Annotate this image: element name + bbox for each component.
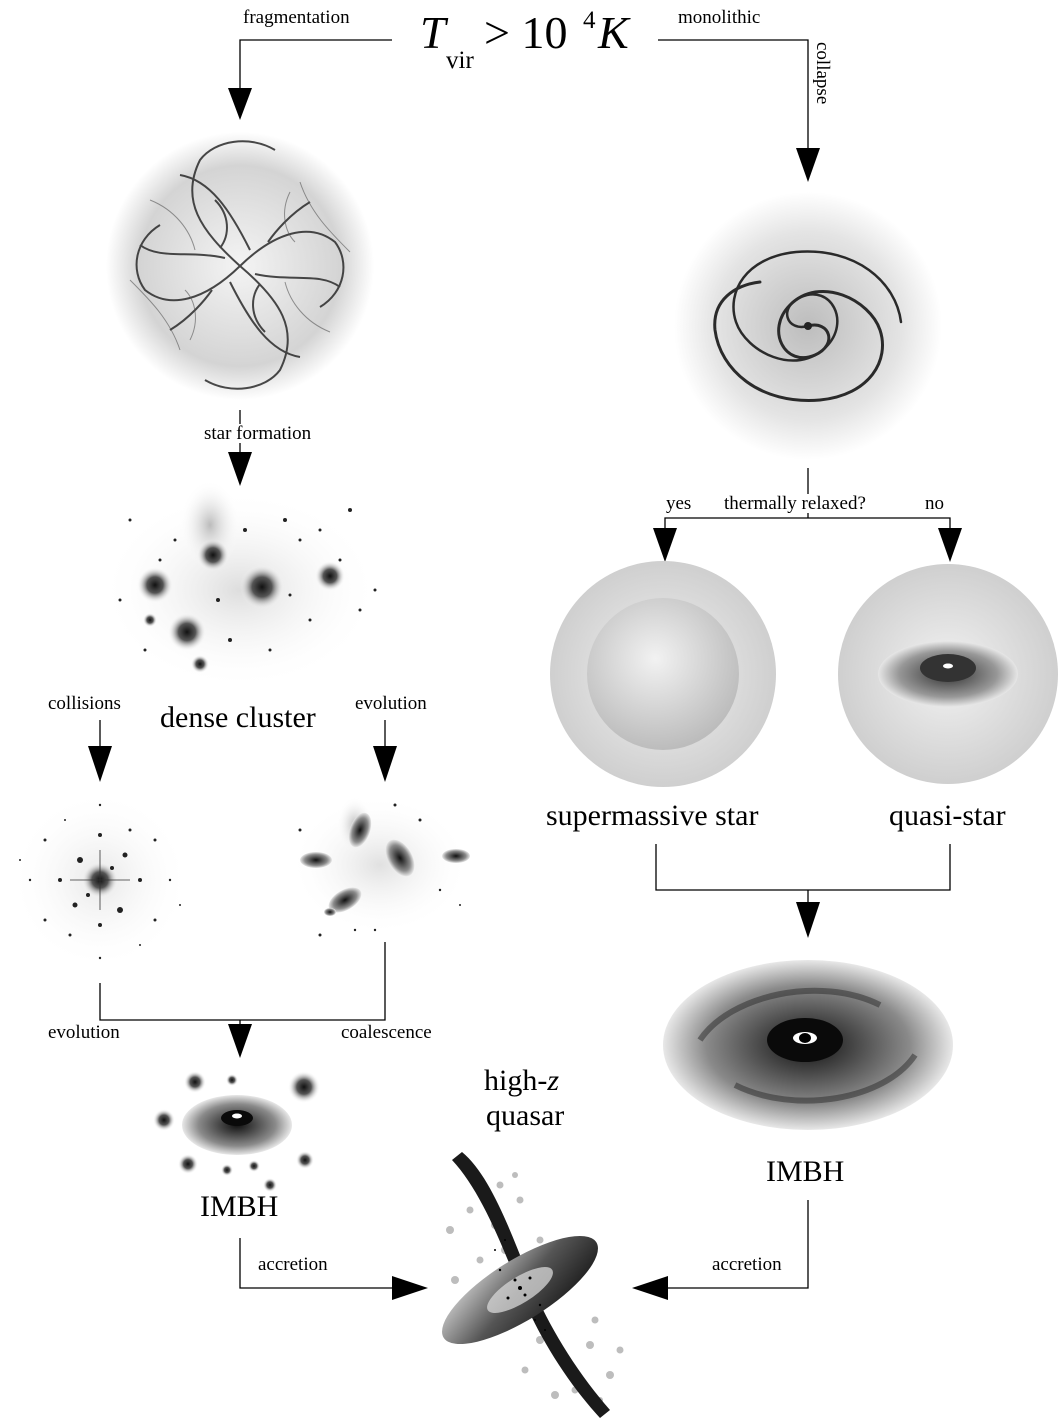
arrow-accretion-left [392,1276,428,1300]
arrow-to-imbh-right [796,902,820,938]
imbh-left-image [153,1071,320,1192]
quasi-star-image [838,564,1058,784]
label-evolution-bottom: evolution [48,1022,120,1043]
label-fragmentation: fragmentation [243,7,350,28]
label-collapse: collapse [812,42,833,105]
arrow-collisions [88,746,112,782]
arrow-no [938,528,962,562]
temp-subscript: vir [446,47,474,74]
arrow-star-formation [228,452,252,486]
evolved-cluster-image [290,795,470,937]
arrow-accretion-right [632,1276,668,1300]
label-supermassive-star: supermassive star [546,799,759,832]
dense-cluster-image [100,480,380,690]
label-coalescence: coalescence [341,1022,432,1043]
collisional-cluster-image [10,790,190,970]
imbh-right-image [663,960,953,1130]
label-quasi-star: quasi-star [889,799,1006,832]
quasar-image [442,1152,624,1418]
label-evolution-top: evolution [355,693,427,714]
supermassive-star-image [550,561,776,787]
temp-exponent: 4 [583,7,596,34]
label-no: no [925,493,944,514]
fragmenting-cloud-image [106,132,374,400]
label-yes: yes [666,493,692,514]
label-z: z [547,1064,560,1097]
label-accretion-left: accretion [258,1254,328,1275]
label-imbh-right: IMBH [766,1155,845,1188]
arrow-yes [653,528,677,562]
label-dense-cluster: dense cluster [160,701,316,734]
temp-symbol: T [420,7,446,58]
label-quasar: quasar [486,1099,565,1132]
arrow-collapse [796,148,820,182]
label-star-formation: star formation [204,423,312,444]
label-collisions: collisions [48,693,121,714]
label-monolithic: monolithic [678,7,761,28]
label-imbh-left: IMBH [200,1190,279,1223]
arrow-evolution-top [373,746,397,782]
monolithic-spiral-image [674,192,942,460]
temp-unit: K [598,7,629,58]
label-thermally-relaxed: thermally relaxed? [724,493,866,514]
label-high: high-z [484,1066,559,1096]
label-high-prefix: high- [484,1064,548,1097]
arrow-fragmentation [228,88,252,120]
label-accretion-right: accretion [712,1254,782,1275]
arrow-to-imbh-left [228,1024,252,1058]
temp-relation: > 10 [484,7,568,58]
